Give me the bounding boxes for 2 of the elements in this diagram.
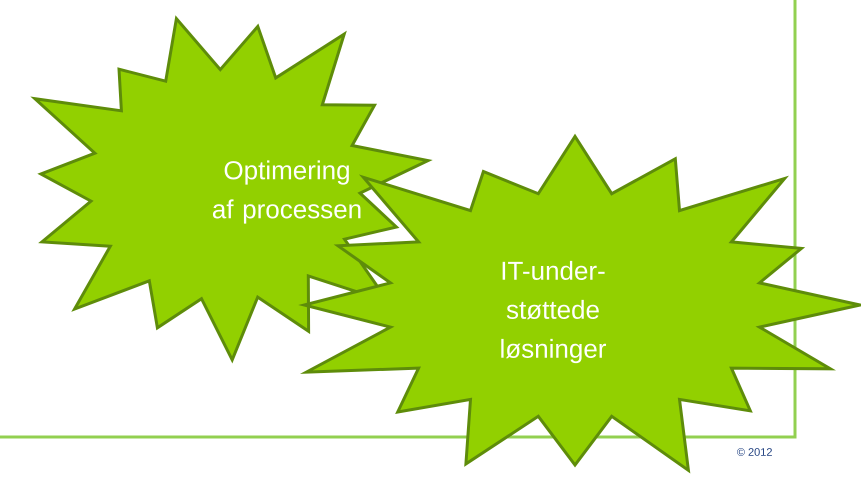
copyright-note: © 2012 <box>737 448 772 456</box>
node-label: IT-under- støttede løsninger <box>501 260 606 364</box>
